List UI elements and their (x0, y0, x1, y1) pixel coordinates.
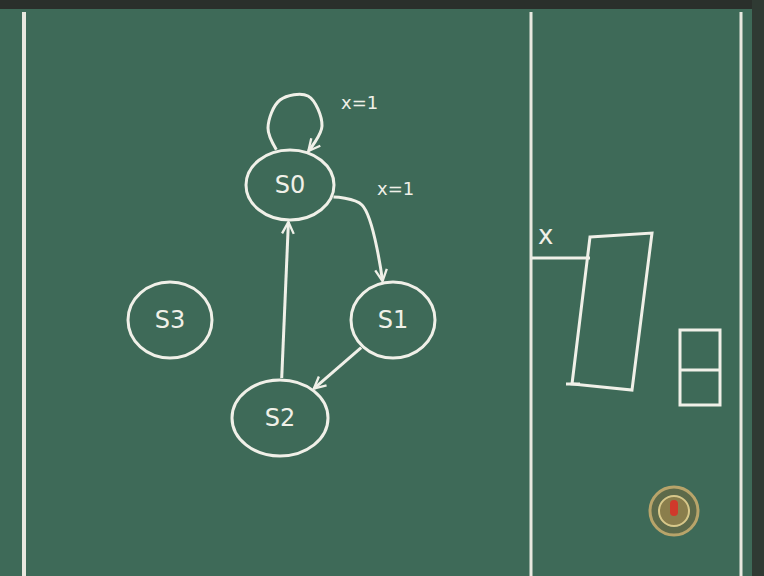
state-ellipse (351, 282, 435, 358)
register-divider (680, 369, 720, 372)
mic-icon-head (670, 500, 678, 516)
transition-condition: x=1 (374, 178, 417, 199)
state-name: S2 (265, 405, 296, 431)
logic-block (572, 233, 652, 390)
state-circle: S2 (230, 378, 330, 458)
board-edge-line (22, 12, 26, 576)
state-ellipse (232, 380, 328, 456)
state-name: S1 (378, 307, 409, 333)
mic-icon (650, 487, 698, 535)
input-signal: x (538, 220, 553, 250)
board-right-frame (752, 0, 764, 576)
board-divider (740, 12, 743, 576)
state-ellipse (246, 150, 334, 220)
transition-arrow (282, 222, 289, 378)
state-ellipse (128, 282, 212, 358)
transition-arrow (314, 348, 361, 389)
mic-icon-ring (659, 496, 689, 526)
state-circle: S1 (349, 280, 437, 360)
input-wire (532, 257, 590, 260)
block-stub (566, 383, 580, 386)
board-top-frame (0, 0, 764, 9)
board-divider (530, 12, 533, 576)
transition-condition: x=1 (338, 92, 381, 113)
state-circle: S3 (126, 280, 214, 360)
register-box (680, 330, 720, 405)
state-name: S0 (275, 172, 306, 198)
transition-arrow (333, 197, 382, 281)
state-circle: S0 (244, 148, 336, 222)
state-name: S3 (155, 307, 186, 333)
transition-arrow (268, 94, 322, 151)
